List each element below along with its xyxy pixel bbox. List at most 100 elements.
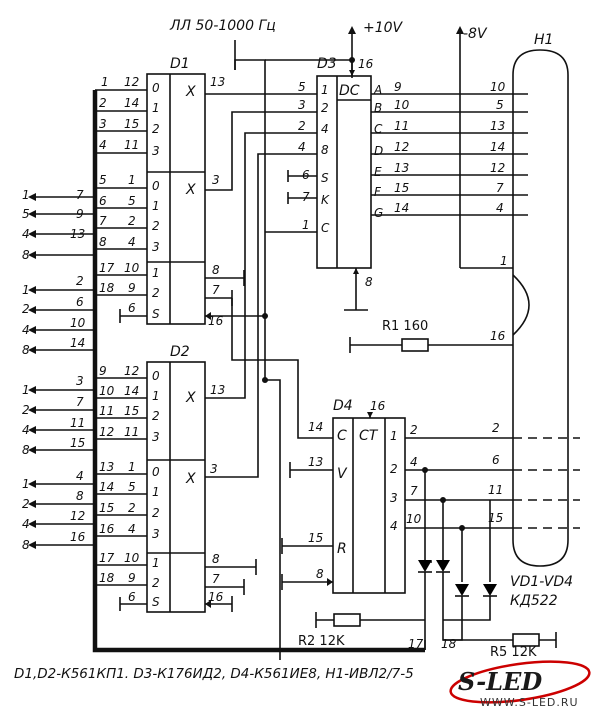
d4-o2: 2 <box>390 462 398 476</box>
h1-p14: 14 <box>490 140 505 154</box>
plus-supply-arrow <box>348 26 356 34</box>
d2-in3a: 3 <box>152 430 160 444</box>
d3-ip2: 2 <box>298 119 306 133</box>
ext-d-6: 6 <box>76 295 84 309</box>
d1-out-13: 13 <box>210 75 225 89</box>
ext-e3: 4 <box>22 423 30 437</box>
d4-func: CT <box>359 428 379 444</box>
d4-ref: D4 <box>333 398 353 414</box>
d3-in-s: S <box>321 171 329 185</box>
d3-ip1: 1 <box>302 218 310 232</box>
bottom-pin-17: 17 <box>408 637 424 651</box>
chip-d1: D1 X X 0 1 2 3 0 1 2 3 1 2 S <box>146 56 206 325</box>
d3-op15: 15 <box>394 181 409 195</box>
ext-d-2: 2 <box>76 274 84 288</box>
ext-a2: 5 <box>22 207 30 221</box>
d1-pin-11: 11 <box>124 138 139 152</box>
vd-label-2: КД522 <box>510 593 558 609</box>
d2-pin-5: 5 <box>128 480 136 494</box>
d4-o1: 1 <box>390 429 398 443</box>
d3-op12: 12 <box>394 140 409 154</box>
d4-top-pin: 16 <box>370 399 386 413</box>
d4-ip15: 15 <box>308 531 323 545</box>
d2-in3b: 3 <box>152 527 160 541</box>
d1-bus-7: 7 <box>99 214 107 228</box>
d3-out-g: G <box>374 206 383 220</box>
ext-c3: 4 <box>22 323 30 337</box>
ext-d-14: 14 <box>70 336 85 350</box>
bottom-pin-18: 18 <box>441 637 457 651</box>
h1-p12: 12 <box>490 161 505 175</box>
d1-func-x1: X <box>185 84 196 100</box>
ext-f-7: 7 <box>76 395 84 409</box>
d1-sel2: 2 <box>152 286 160 300</box>
d2-bus-17: 17 <box>99 551 115 565</box>
d2-pin-9: 9 <box>128 571 136 585</box>
logo-url: WWW.S-LED.RU <box>480 696 579 709</box>
d3-ref: D3 <box>317 56 337 72</box>
external-inputs-left: 1 5 4 8 7 9 13 1 2 4 8 2 6 10 14 1 2 4 8… <box>22 188 95 552</box>
h1-p4: 4 <box>496 201 504 215</box>
minus-supply-label: -8V <box>463 26 488 42</box>
d3-gnd-arrow <box>353 268 359 274</box>
d2-in1a: 1 <box>152 389 160 403</box>
d3-op13: 13 <box>394 161 409 175</box>
d2-in0a: 0 <box>152 369 160 383</box>
d2-r7: 7 <box>212 572 220 586</box>
d2-sel1: 1 <box>152 556 160 570</box>
d1-pin-12: 12 <box>124 75 139 89</box>
d2-bus-9: 9 <box>99 364 107 378</box>
d1-ref: D1 <box>170 56 190 72</box>
d2-r8: 8 <box>212 552 220 566</box>
resistor-r5: R5 12K <box>443 632 557 660</box>
d1-bus-6: 6 <box>99 194 107 208</box>
d2-bus-11: 11 <box>99 404 114 418</box>
d2-bus-18: 18 <box>99 571 115 585</box>
d2-pin-11: 11 <box>124 425 139 439</box>
d2-pin-12: 12 <box>124 364 139 378</box>
ext-g4: 8 <box>22 538 30 552</box>
d2-bus-10: 10 <box>99 384 115 398</box>
d1-r16: 16 <box>208 314 224 328</box>
d3-bot-pin: 8 <box>365 275 373 289</box>
d3-func: DC <box>339 83 360 99</box>
d2-bus-connections: 9 10 11 12 13 14 15 16 17 18 12 14 15 11… <box>95 364 147 611</box>
minus-supply-arrow <box>456 26 464 34</box>
d2-out-13: 13 <box>210 383 225 397</box>
d1-r8: 8 <box>212 263 220 277</box>
d1-bus-5: 5 <box>99 173 107 187</box>
d4-op2: 2 <box>410 423 418 437</box>
r1-label: R1 160 <box>382 319 428 334</box>
ext-a4: 8 <box>22 248 30 262</box>
h1-p16: 16 <box>490 329 506 343</box>
ext-h-8: 8 <box>76 489 84 503</box>
d2-bus-14: 14 <box>99 480 114 494</box>
d3-in-4: 4 <box>321 122 329 136</box>
d2-pin-4: 4 <box>128 522 136 536</box>
d2-pin-2: 2 <box>128 501 136 515</box>
d3-out-d: D <box>374 144 383 158</box>
d1-bus-3: 3 <box>99 117 107 131</box>
d3-out-e: E <box>374 165 382 179</box>
d3-ip3: 3 <box>298 98 306 112</box>
d1-bus-4: 4 <box>99 138 107 152</box>
d3-in-k: K <box>321 193 330 207</box>
d4-supply-arrow <box>367 412 373 418</box>
d2-pin-15: 15 <box>124 404 139 418</box>
ext-e1: 1 <box>22 383 30 397</box>
d3-gnd-wire <box>344 268 368 311</box>
d3-out-c: C <box>374 122 383 136</box>
vd-label-1: VD1-VD4 <box>510 574 573 590</box>
d2-pin-10: 10 <box>124 551 140 565</box>
plus-supply-label: +10V <box>363 20 404 36</box>
d1-bus-2: 2 <box>99 96 107 110</box>
d4-in-v: V <box>337 466 348 482</box>
ext-a3: 4 <box>22 227 30 241</box>
d1-pin-6: 6 <box>128 301 136 315</box>
r5-label: R5 12K <box>490 645 537 660</box>
ext-h-4: 4 <box>76 469 84 483</box>
d3-in-2: 2 <box>321 101 329 115</box>
d2-func-x1: X <box>185 390 196 406</box>
resistor-r1: R1 160 <box>349 319 513 353</box>
d3-out-a: A <box>373 83 382 97</box>
